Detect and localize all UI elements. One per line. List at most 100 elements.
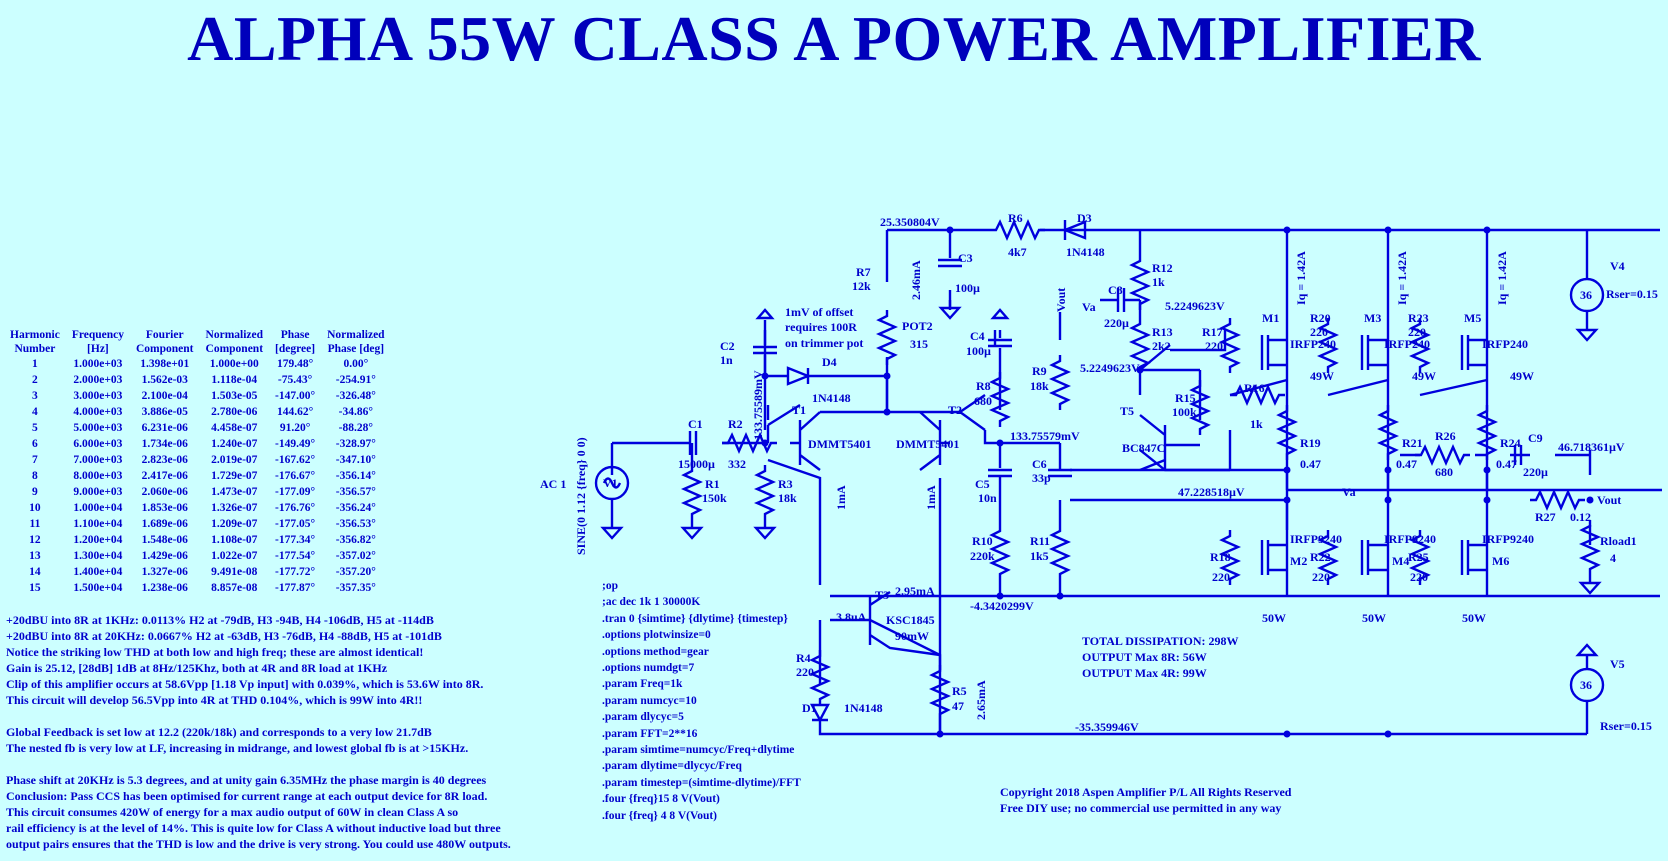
spice-directive-line: ;ac dec 1k 1 30000K bbox=[602, 596, 701, 609]
transistor-t1 bbox=[790, 411, 821, 471]
spice-directive-line: .param FFT=2**16 bbox=[602, 727, 698, 740]
resistor-r1 bbox=[682, 463, 702, 522]
label-r24-val: 0.47 bbox=[1496, 457, 1517, 471]
label-r12-val: 1k bbox=[1152, 275, 1165, 289]
header-cell: [degree] bbox=[275, 343, 316, 355]
capacitor-c9 bbox=[1513, 445, 1523, 465]
capacitor-c5 bbox=[988, 468, 1012, 510]
mosfet-m2 bbox=[1260, 540, 1287, 575]
harmonic-table: Harmonic Frequency Fourier Normalized Ph… bbox=[4, 328, 391, 596]
label-m4: M4 bbox=[1392, 554, 1409, 568]
label-va-mid: Va bbox=[1342, 485, 1356, 499]
table-cell: -356.53° bbox=[335, 518, 376, 530]
label-r25: R25 bbox=[1408, 550, 1429, 564]
label-r23-val: 220 bbox=[1408, 325, 1426, 339]
table-cell: 7 bbox=[32, 454, 38, 466]
table-cell: 2.100e-04 bbox=[141, 390, 188, 402]
table-cell: 1.734e-06 bbox=[141, 438, 188, 450]
label-v1: V1 bbox=[603, 476, 618, 490]
label-node-fb: 133.75579mV bbox=[1010, 429, 1080, 443]
label-r2-val: 332 bbox=[728, 457, 746, 471]
label-r6-val: 4k7 bbox=[1008, 245, 1027, 259]
note-line: This circuit will develop 56.5Vpp into 4… bbox=[6, 693, 423, 707]
label-r11-val: 1k5 bbox=[1030, 549, 1049, 563]
spice-directive-line: .options numdgt=7 bbox=[602, 662, 695, 675]
table-cell: 1.022e-07 bbox=[211, 550, 258, 562]
table-cell: 1.429e-06 bbox=[141, 550, 188, 562]
label-r17-val: 220 bbox=[1205, 339, 1223, 353]
label-t2-val: DMMT5401 bbox=[896, 437, 959, 451]
mosfet-m4 bbox=[1360, 540, 1388, 575]
table-cell: 179.48° bbox=[276, 358, 314, 370]
label-r5-val: 47 bbox=[952, 699, 964, 713]
table-cell: 1.000e+04 bbox=[73, 502, 123, 514]
header-cell: [Hz] bbox=[87, 343, 109, 355]
label-r27: R27 bbox=[1535, 510, 1556, 524]
table-cell: 1.729e-07 bbox=[211, 470, 258, 482]
table-cell: 9.491e-08 bbox=[211, 566, 258, 578]
table-cell: -34.86° bbox=[338, 406, 373, 418]
label-v4-rser: Rser=0.15 bbox=[1606, 287, 1658, 301]
table-cell: 1.503e-05 bbox=[211, 390, 258, 402]
label-r13-val: 2k2 bbox=[1152, 339, 1171, 353]
note-line bbox=[6, 756, 546, 772]
table-cell: 8.857e-08 bbox=[211, 582, 258, 594]
label-ac1: AC 1 bbox=[540, 477, 566, 491]
table-cell: 3.886e-05 bbox=[141, 406, 188, 418]
note-line: Clip of this amplifier occurs at 58.6Vpp… bbox=[6, 677, 484, 691]
table-cell: -149.49° bbox=[275, 438, 316, 450]
label-c9-val: 220µ bbox=[1523, 465, 1548, 479]
label-r18: R18 bbox=[1210, 550, 1231, 564]
spice-directive-line: .options method=gear bbox=[602, 645, 709, 658]
label-r13: R13 bbox=[1152, 325, 1173, 339]
header-cell: Phase bbox=[280, 329, 310, 341]
spice-directive-line: .tran 0 {simtime} {dlytime} {timestep} bbox=[602, 612, 788, 625]
table-cell: 6.231e-06 bbox=[141, 422, 188, 434]
label-r20: R20 bbox=[1310, 311, 1331, 325]
label-r7: R7 bbox=[856, 265, 871, 279]
label-vout-probe: Vout bbox=[1054, 288, 1068, 312]
label-iq2: Iq = 1.42A bbox=[1395, 251, 1409, 305]
label-r26: R26 bbox=[1435, 429, 1456, 443]
label-offset-3: on trimmer pot bbox=[785, 336, 863, 350]
label-r1-val: 150k bbox=[702, 491, 727, 505]
table-cell: 1.689e-06 bbox=[141, 518, 188, 530]
label-r24: R24 bbox=[1500, 436, 1521, 450]
note-line: Phase shift at 20KHz is 5.3 degrees, and… bbox=[6, 773, 487, 787]
label-rload-val: 4 bbox=[1610, 551, 1616, 565]
label-d4-val: 1N4148 bbox=[812, 391, 851, 405]
table-cell: -147.00° bbox=[275, 390, 316, 402]
diode-d1 bbox=[810, 703, 830, 723]
diode-d4 bbox=[786, 366, 812, 386]
label-p90m: 90mW bbox=[895, 629, 929, 643]
label-i1ma-b: 1mA bbox=[924, 485, 938, 510]
label-m4-val: IRFP9240 bbox=[1384, 532, 1436, 546]
label-r19-val: 0.47 bbox=[1300, 457, 1321, 471]
label-c6: C6 bbox=[1032, 457, 1047, 471]
table-cell: 15 bbox=[29, 582, 41, 594]
label-r10-val: 220k bbox=[970, 549, 995, 563]
output-max-4r: OUTPUT Max 4R: 99W bbox=[1082, 666, 1207, 680]
label-r22: R22 bbox=[1310, 550, 1331, 564]
header-cell: Component bbox=[136, 343, 194, 355]
license-line: Free DIY use; no commercial use permitte… bbox=[1000, 801, 1282, 815]
label-iq3: Iq = 1.42A bbox=[1495, 251, 1509, 305]
header-cell: Normalized bbox=[205, 329, 264, 341]
table-cell: 3 bbox=[32, 390, 38, 402]
label-d3: D3 bbox=[1077, 211, 1092, 225]
spice-directive-line: .param Freq=1k bbox=[602, 678, 683, 691]
label-p50-1: 50W bbox=[1262, 611, 1286, 625]
label-d1: D1 bbox=[802, 701, 817, 715]
label-m2: M2 bbox=[1290, 554, 1307, 568]
table-cell: 2.417e-06 bbox=[141, 470, 188, 482]
label-p50-3: 50W bbox=[1462, 611, 1486, 625]
label-iq1: Iq = 1.42A bbox=[1294, 251, 1308, 305]
resistor-r3 bbox=[755, 463, 775, 522]
label-v4-val: 36 bbox=[1580, 288, 1592, 302]
label-pot2-val: 315 bbox=[910, 337, 928, 351]
spice-directive-line: .four {freq}15 8 V(Vout) bbox=[602, 793, 720, 806]
